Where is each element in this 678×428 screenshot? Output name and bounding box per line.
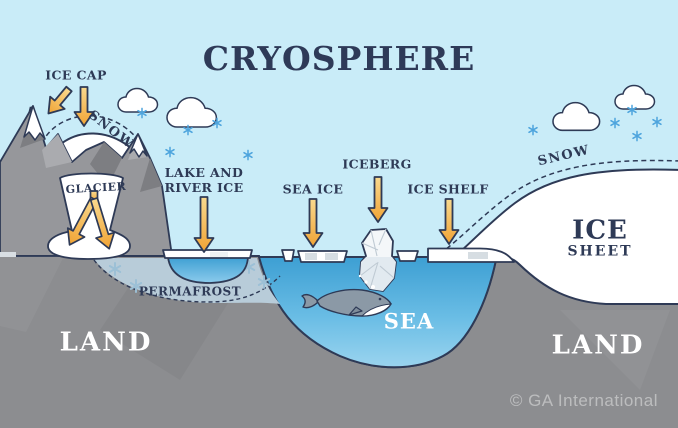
- whale-icon: [301, 274, 393, 317]
- ice-cap-arrow-icon: [73, 86, 95, 127]
- land-label-right: LAND: [551, 330, 645, 361]
- bubble-icon: [358, 274, 362, 278]
- lake-river-ice-line1: LAKE AND: [164, 165, 244, 180]
- bubble-icon: [371, 285, 375, 289]
- land-label-left: LAND: [59, 327, 153, 358]
- iceberg-arrow-icon: [367, 176, 389, 223]
- snow-cap-icon: [23, 105, 46, 141]
- ice-cap-arrow-icon: [47, 85, 73, 115]
- floe-shading: [305, 253, 317, 260]
- permafrost-label: PERMAFROST: [138, 284, 242, 299]
- floe-shading: [325, 253, 338, 260]
- iceberg-label: ICEBERG: [342, 156, 412, 172]
- ice-shelf-arrow-icon: [438, 198, 460, 245]
- glacier-label: GLACIER: [65, 179, 127, 197]
- glacier-flow-arrow-icon: [66, 190, 116, 250]
- sea-ice-arrow-icon: [302, 198, 324, 248]
- permafrost-dashed-line: [93, 259, 281, 303]
- bubble-icon: [364, 280, 368, 284]
- watermark: © GA International: [509, 391, 658, 410]
- snow-cap-icon: [129, 133, 148, 158]
- lake-river-ice-line2: RIVER ICE: [164, 180, 244, 195]
- ice-sheet-label-line1: ICE: [572, 215, 628, 246]
- lake-and-river-ice-icon: [0, 249, 253, 284]
- ice-shelf-label: ICE SHELF: [407, 181, 489, 197]
- iceberg-icon: [359, 228, 397, 292]
- ice-sheet-label-line2: SHEET: [567, 243, 633, 260]
- ice-shelf-slab-icon: [427, 247, 515, 263]
- lake-river-ice-label: LAKE AND RIVER ICE: [164, 165, 243, 195]
- diagram-title: CRYOSPHERE: [202, 39, 476, 78]
- lake-ice-arrow-icon: [193, 196, 215, 253]
- sea-label: SEA: [383, 308, 435, 334]
- pointer-arrows: [47, 85, 460, 253]
- sea-ice-label: SEA ICE: [282, 181, 344, 197]
- glacier-icon: [47, 172, 131, 260]
- ice-cap-label: ICE CAP: [45, 67, 107, 83]
